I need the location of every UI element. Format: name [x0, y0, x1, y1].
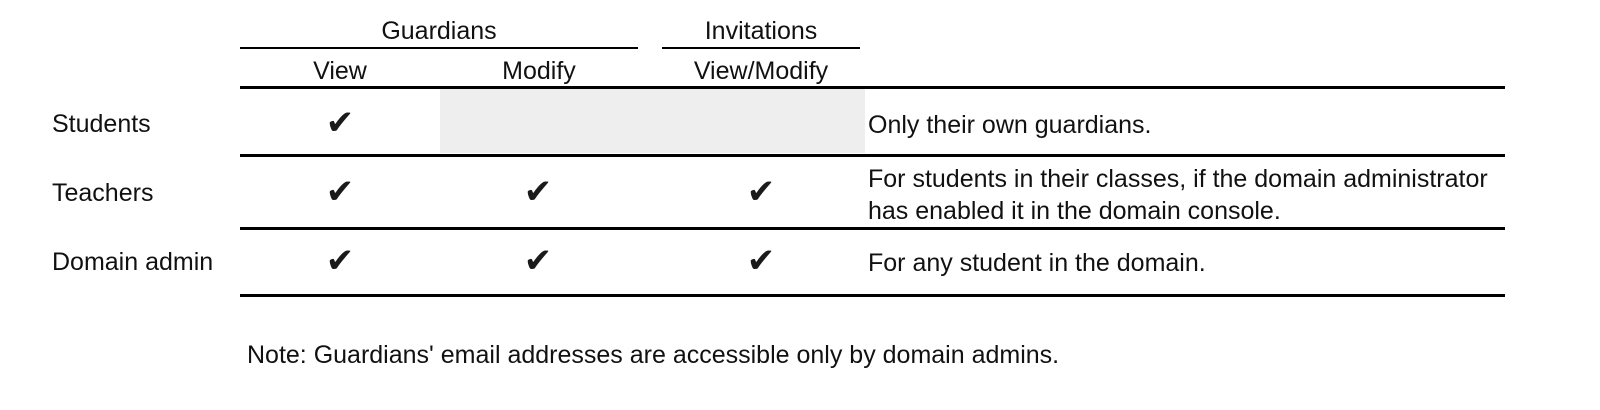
group-header-invitations: Invitations — [704, 17, 818, 45]
row-rule-after-teachers — [240, 227, 1505, 230]
cell-teachers-invitations: ✔ — [746, 173, 776, 211]
group-header-guardians: Guardians — [381, 17, 497, 45]
column-header-view-modify: View/Modify — [693, 57, 829, 85]
cell-domain-admin-view: ✔ — [325, 242, 355, 280]
column-header-modify: Modify — [502, 57, 576, 85]
row-rule-after-students — [240, 154, 1505, 157]
cell-domain-admin-modify: ✔ — [523, 242, 553, 280]
disabled-cell-students-modify-invitations — [440, 89, 865, 153]
table-note: Note: Guardians' email addresses are acc… — [247, 341, 1060, 369]
description-teachers: For students in their classes, if the do… — [868, 165, 1488, 225]
cell-domain-admin-invitations: ✔ — [746, 242, 776, 280]
row-label-teachers: Teachers — [52, 179, 154, 207]
cell-students-view: ✔ — [325, 104, 355, 142]
cell-teachers-view: ✔ — [325, 173, 355, 211]
description-domain-admin: For any student in the domain. — [868, 249, 1206, 277]
table-top-rule — [240, 86, 1505, 89]
row-label-domain-admin: Domain admin — [52, 248, 214, 276]
group-rule-invitations — [662, 47, 860, 49]
table-bottom-rule — [240, 294, 1505, 297]
column-header-view: View — [313, 57, 367, 85]
description-students: Only their own guardians. — [868, 111, 1152, 139]
row-label-students: Students — [52, 110, 151, 138]
group-rule-guardians — [240, 47, 638, 49]
cell-teachers-modify: ✔ — [523, 173, 553, 211]
